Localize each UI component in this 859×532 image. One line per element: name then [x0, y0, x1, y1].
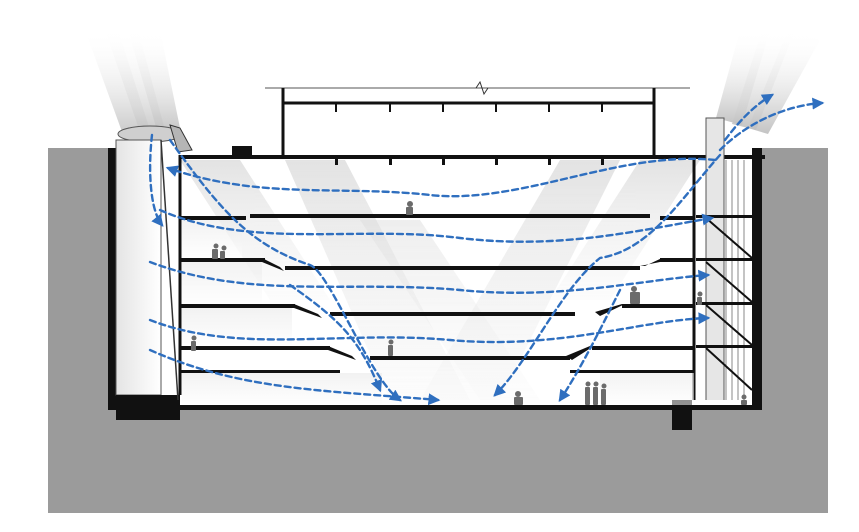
stair-landing-1 — [696, 215, 752, 218]
grade-roof-slab — [180, 146, 765, 165]
basement-floor — [180, 405, 760, 410]
person-figure — [388, 339, 394, 356]
person-figure — [585, 381, 591, 405]
ramp-level-3-left — [294, 304, 322, 318]
floor-level-2-right — [660, 258, 695, 262]
stair-landing-3 — [696, 302, 752, 305]
ramp-level-2-left — [262, 258, 284, 271]
floor-level-4-right — [592, 346, 695, 350]
airflow-lower-loop — [148, 312, 711, 344]
person-figure — [697, 291, 703, 305]
floor-level-2 — [285, 266, 640, 270]
floor-level-3-left — [180, 304, 295, 308]
floor-level-5-right — [570, 370, 695, 373]
interior-light-beams — [180, 160, 700, 400]
airflow-left-intake — [148, 133, 164, 227]
airflow-cross-diagonal-a — [168, 138, 402, 402]
floor-level-5-left — [180, 370, 340, 373]
person-figure — [601, 383, 607, 405]
right-chimney-beams — [716, 30, 820, 134]
airflow-middle-loop — [148, 260, 711, 294]
person-figure — [514, 391, 523, 405]
person-figure — [406, 201, 413, 215]
airflow-cross-diagonal-b — [493, 153, 722, 397]
airflow-right-exhaust — [718, 97, 825, 152]
stair-landing-2 — [696, 258, 752, 261]
left-wall — [108, 124, 193, 420]
roof-truss — [265, 80, 690, 158]
person-figure — [212, 243, 219, 259]
floor-level-3-right — [622, 304, 695, 308]
left-chimney-beams — [85, 30, 183, 143]
floor-level-1-left — [180, 216, 246, 220]
stair-landing-4 — [696, 345, 752, 348]
person-figure — [630, 286, 640, 304]
person-figure — [220, 245, 227, 259]
floor-level-1 — [250, 214, 650, 218]
ramp-level-4-left — [328, 346, 356, 360]
floor-level-3 — [330, 312, 575, 316]
airflow-right-lower — [288, 283, 383, 393]
floor-level-1-right — [660, 216, 695, 220]
ramp-level-4-right — [566, 346, 594, 360]
floor-slabs — [180, 214, 760, 410]
airflow-right-rise — [558, 288, 622, 402]
right-stairs — [705, 217, 753, 391]
airflow-top-return — [165, 157, 717, 198]
airflow-right-exhaust-2 — [723, 93, 775, 142]
floor-level-2-left — [180, 258, 265, 262]
floor-level-4 — [370, 356, 570, 360]
airflow-paths — [148, 93, 825, 406]
person-figure — [741, 394, 747, 405]
human-figures — [191, 201, 747, 405]
floor-level-4-left — [180, 346, 330, 350]
person-figure — [191, 335, 197, 351]
ramp-level-2-right — [640, 258, 662, 266]
person-figure — [593, 381, 599, 405]
